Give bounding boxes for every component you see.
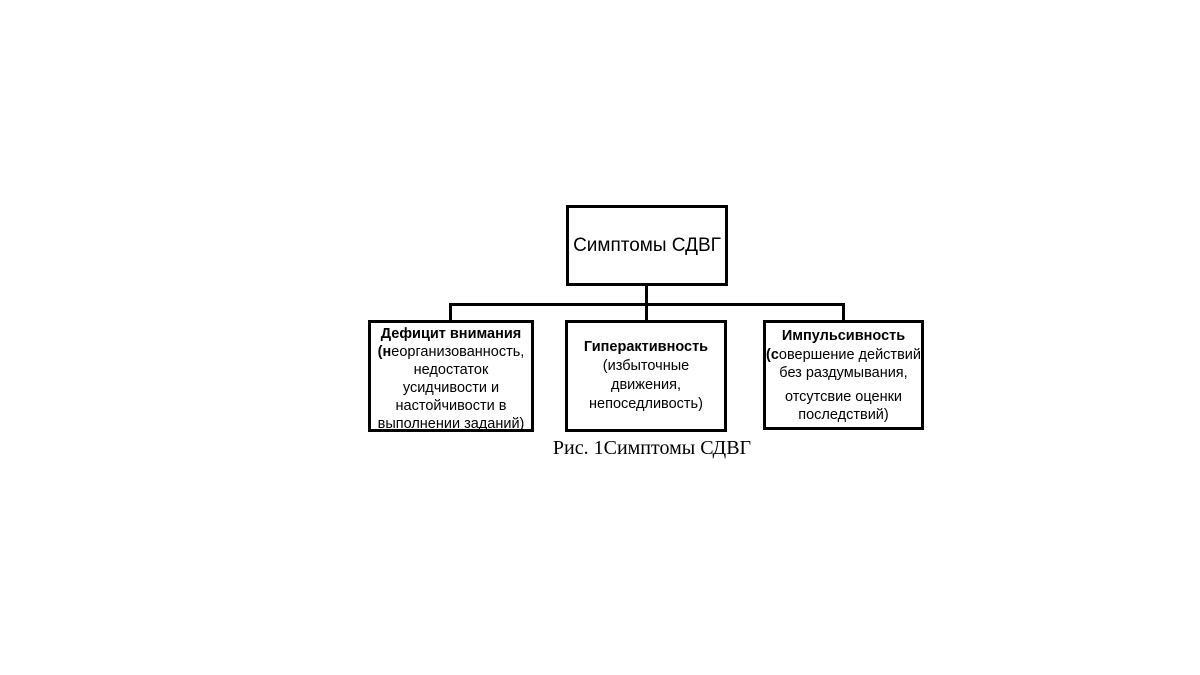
root-box-label: Симптомы СДВГ (573, 234, 721, 256)
impulsivity-body-paragraph-2: отсутсвие оценки последствий) (784, 388, 903, 424)
attention-deficit-body: (неорганизованность, недостаток усидчиво… (377, 344, 525, 432)
attention-deficit-title: Дефицит внимания (380, 326, 522, 342)
root-box-symptoms: Симптомы СДВГ (566, 205, 728, 286)
child-box-hyperactivity: Гиперактивность (избыточные движения, не… (565, 320, 727, 432)
connector-drop-left (449, 303, 452, 320)
impulsivity-body-paragraph-1: (совершение действий без раздумывания, (766, 346, 921, 382)
hyperactivity-body: (избыточные движения, непоседливость) (589, 358, 703, 412)
hyperactivity-title: Гиперактивность (583, 339, 709, 355)
child-box-attention-deficit: Дефицит внимания (неорганизованность, не… (368, 320, 534, 432)
figure-caption: Рис. 1Симптомы СДВГ (552, 437, 752, 459)
impulsivity-title: Импульсивность (781, 328, 906, 344)
child-box-impulsivity: Импульсивность (совершение действий без … (763, 320, 924, 430)
connector-horizontal-line (449, 303, 845, 306)
connector-drop-right (842, 303, 845, 320)
